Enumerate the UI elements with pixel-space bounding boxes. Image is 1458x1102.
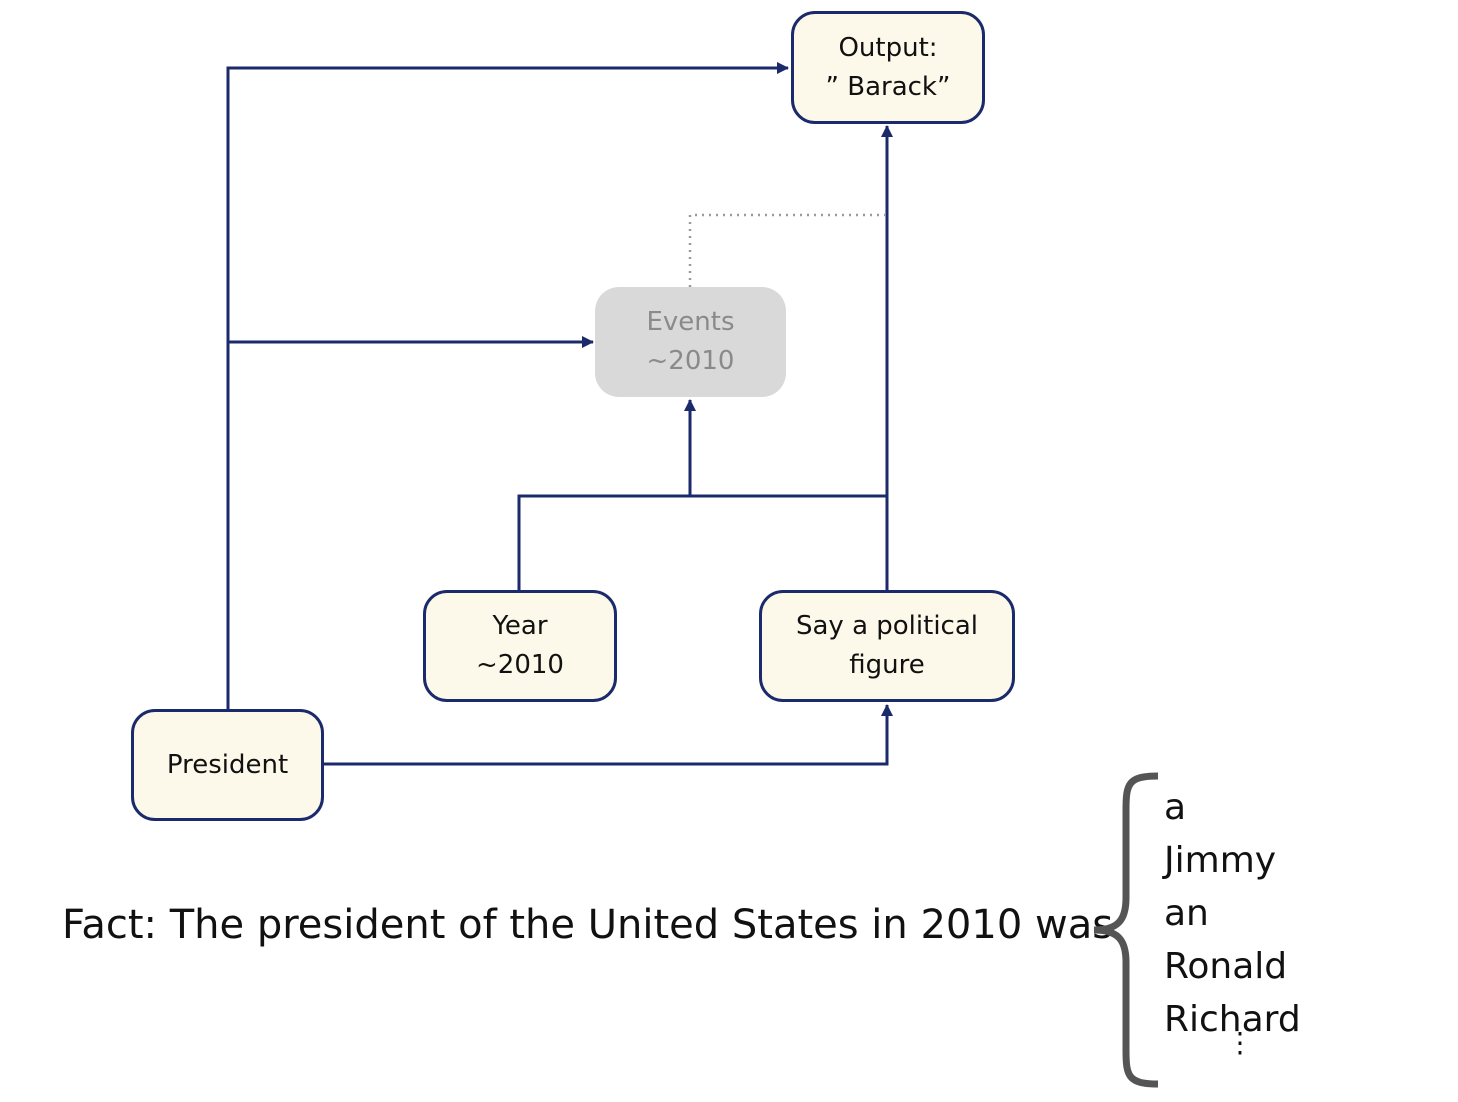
events-node-label-line2: ~2010 [646,346,735,376]
year-node-label-line2: ~2010 [476,650,564,680]
events-node-label-line1: Events [646,307,735,337]
completion-item: Richard [1164,999,1301,1040]
completion-list: a Jimmy an Ronald Richard [1164,781,1301,1046]
completion-item: Jimmy [1164,840,1277,881]
output-node: Output: ” Barack” [791,11,985,124]
edge-year-to-junction [517,494,887,590]
president-node-label: President [166,749,289,780]
year-node-label-line1: Year [492,611,548,641]
completion-item: Ronald [1164,946,1288,987]
say-political-node-label-line2: figure [849,650,925,680]
president-node: President [131,709,324,821]
curly-brace [1093,772,1159,1088]
say-political-figure-node: Say a political figure [759,590,1015,702]
fact-sentence: Fact: The president of the United States… [62,902,1114,948]
vertical-ellipsis: ⋮ [1226,1026,1254,1059]
edge-events-to-output-dotted [688,213,885,287]
output-node-label-line2: ” Barack” [825,71,951,102]
year-node: Year ~2010 [423,590,617,702]
edge-president-to-output [226,62,789,709]
output-node-label-line1: Output: [838,32,938,63]
edge-president-to-say-political [323,704,893,766]
events-node: Events ~2010 [595,287,786,397]
say-political-node-label-line1: Say a political [795,611,978,641]
completion-item: an [1164,893,1209,934]
completion-item: a [1164,787,1187,828]
